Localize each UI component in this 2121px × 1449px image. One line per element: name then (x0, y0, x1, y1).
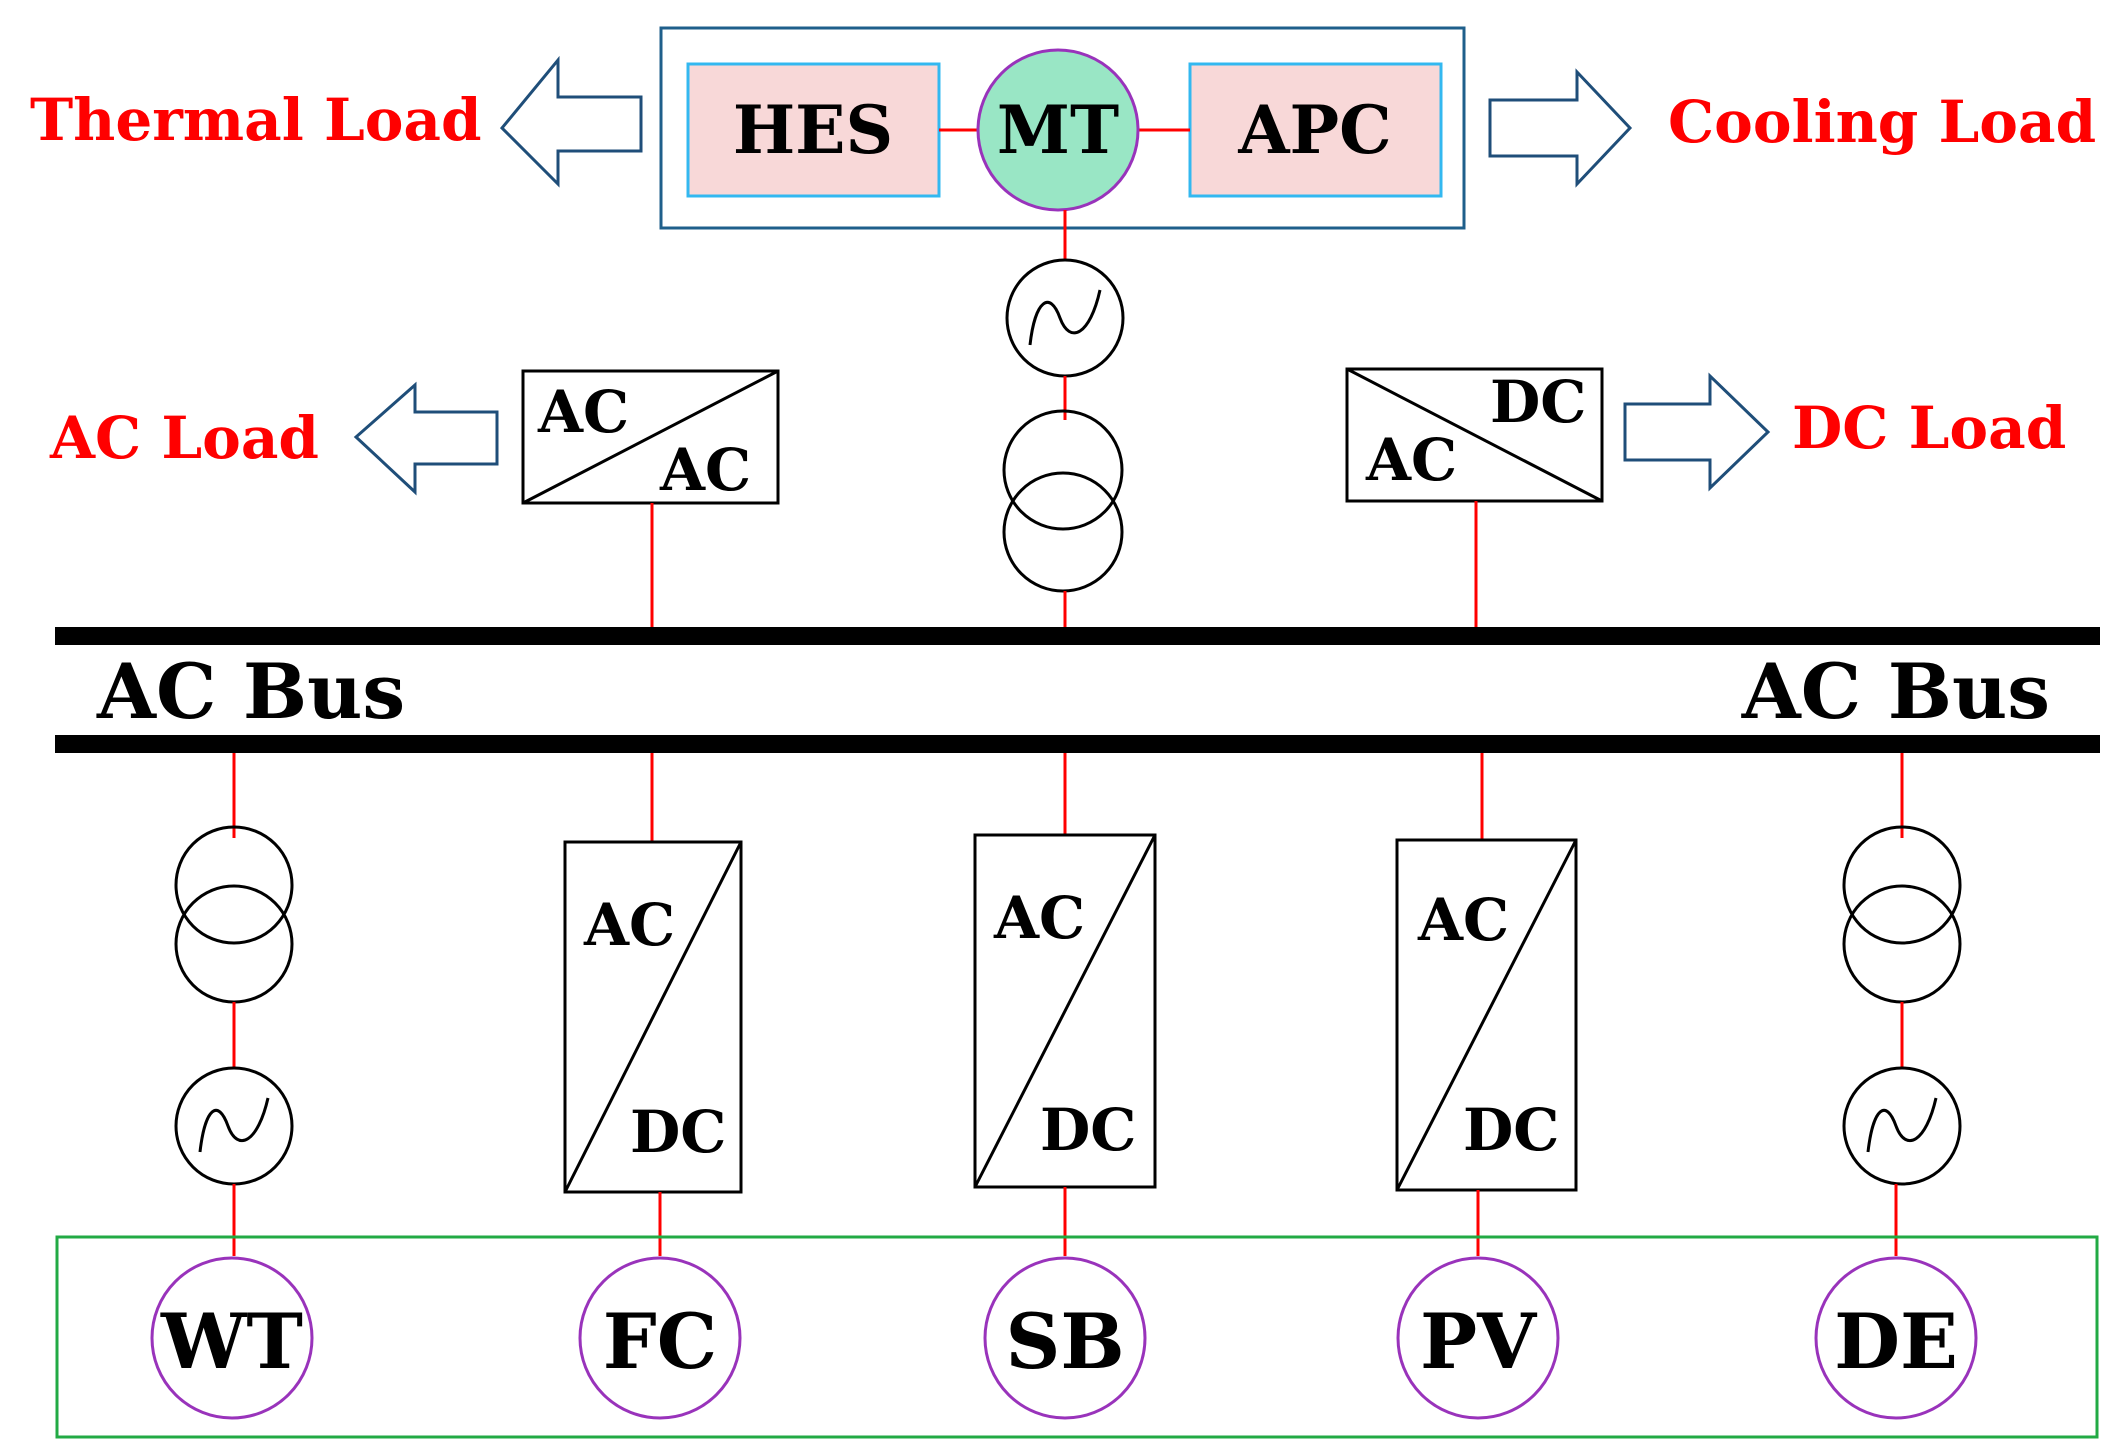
fc-converter-icon (563, 840, 743, 1194)
sb-label: SB (1005, 1297, 1124, 1386)
dc-load-arrow-icon (1623, 372, 1771, 492)
wt-transformer-icon (174, 825, 294, 1004)
ac-load-arrow-icon (353, 381, 499, 496)
mt-transformer-icon (1002, 409, 1124, 593)
mt-generator-icon (1005, 258, 1125, 378)
fc-label: FC (603, 1297, 717, 1386)
acdc-bottom-label: AC (1365, 426, 1457, 494)
pv-converter-bottom-label: DC (1463, 1096, 1559, 1164)
acac-top-label: AC (537, 378, 629, 446)
ac-load-label: AC Load (49, 404, 319, 472)
thermal-load-label: Thermal Load (30, 86, 482, 154)
cooling-load-arrow-icon (1488, 68, 1633, 188)
fc-node (578, 1256, 742, 1420)
ac-bus-upper-line (55, 627, 2100, 645)
pv-converter-icon (1395, 838, 1578, 1192)
ac-bus-label-left: AC Bus (96, 647, 405, 736)
ac-bus-lower-line (55, 735, 2100, 753)
thermal-load-arrow-icon (499, 55, 643, 188)
de-generator-icon (1842, 1066, 1962, 1186)
pv-node (1396, 1256, 1560, 1420)
fc-converter-bottom-label: DC (630, 1098, 726, 1166)
sb-converter-top-label: AC (993, 884, 1085, 952)
de-node (1814, 1256, 1978, 1420)
chp-frame (659, 26, 1466, 230)
de-label: DE (1834, 1297, 1958, 1386)
pv-converter-top-label: AC (1417, 886, 1509, 954)
fc-converter-top-label: AC (583, 891, 675, 959)
sb-converter-bottom-label: DC (1040, 1096, 1136, 1164)
hes-label: HES (733, 91, 893, 169)
wt-generator-icon (174, 1066, 294, 1186)
de-transformer-icon (1842, 825, 1962, 1004)
ac-bus-label-right: AC Bus (1741, 647, 2050, 736)
acac-bottom-label: AC (659, 436, 751, 504)
hes-box (686, 62, 941, 198)
apc-label: APC (1237, 91, 1391, 169)
cooling-load-label: Cooling Load (1668, 88, 2096, 156)
wt-node (150, 1256, 314, 1420)
apc-box (1188, 62, 1443, 198)
sb-node (983, 1256, 1147, 1420)
pv-label: PV (1420, 1297, 1538, 1386)
sources-frame (55, 1235, 2099, 1439)
mt-node (976, 48, 1140, 212)
dc-load-label: DC Load (1792, 394, 2066, 462)
wt-label: WT (160, 1297, 303, 1386)
mt-label: MT (997, 91, 1119, 169)
acdc-top-label: DC (1490, 368, 1586, 436)
